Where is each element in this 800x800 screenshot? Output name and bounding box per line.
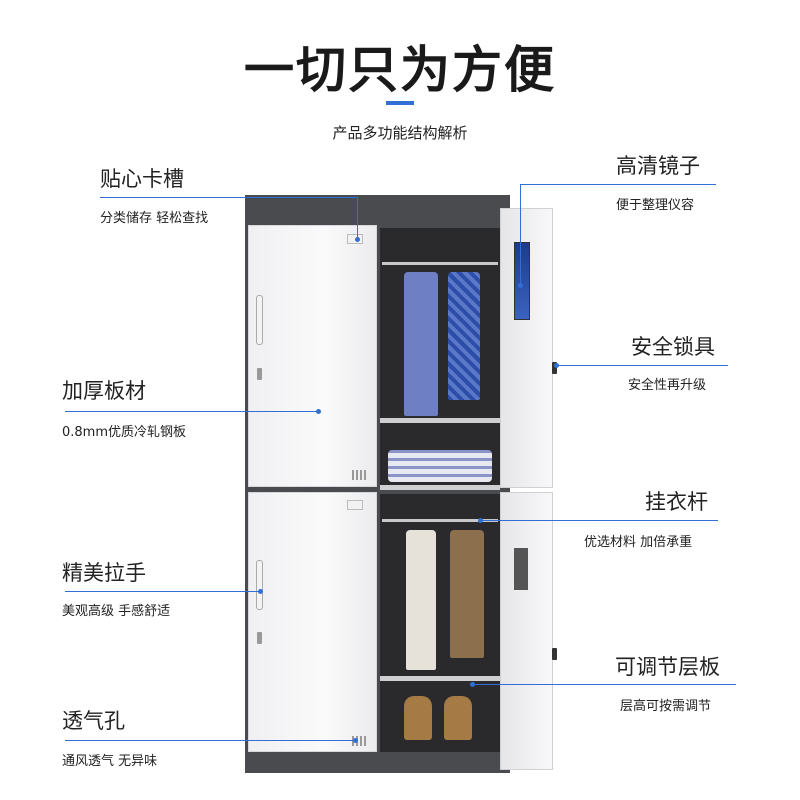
feature-label-card-slot: 贴心卡槽 xyxy=(100,167,184,191)
upper-compartment xyxy=(380,228,500,490)
callout-dot xyxy=(518,283,523,288)
page-title: 一切只为方便 xyxy=(244,41,556,99)
callout-line xyxy=(472,684,736,685)
feature-label-lock: 安全锁具 xyxy=(631,335,715,359)
lower-open-door xyxy=(500,492,553,770)
door-handle-inner xyxy=(514,548,528,590)
callout-dot xyxy=(478,518,483,523)
feature-label-vent: 透气孔 xyxy=(62,709,125,733)
callout-dot xyxy=(258,589,263,594)
coat xyxy=(406,530,436,670)
plaid-shirt xyxy=(448,272,480,400)
lower-left-door xyxy=(248,492,377,752)
vent-holes xyxy=(352,736,366,746)
page-subtitle: 产品多功能结构解析 xyxy=(332,124,468,142)
shelf xyxy=(380,676,500,681)
feature-desc: 通风透气 无异味 xyxy=(62,754,158,769)
callout-line xyxy=(520,184,716,185)
lock-icon xyxy=(257,368,262,380)
callout-line xyxy=(357,197,358,239)
feature-label-handle: 精美拉手 xyxy=(62,561,146,585)
vent-holes xyxy=(352,470,366,480)
hanging-rod xyxy=(382,262,498,265)
feature-desc: 便于整理仪容 xyxy=(616,198,695,213)
shoe xyxy=(444,696,472,740)
callout-line xyxy=(65,740,355,741)
door-handle xyxy=(256,295,263,345)
door-handle xyxy=(256,560,263,610)
mirror xyxy=(514,242,530,320)
callout-dot xyxy=(353,738,358,743)
feature-label-adjustable-shelf: 可调节层板 xyxy=(615,655,720,679)
shirt xyxy=(404,272,438,416)
hanging-rod xyxy=(382,519,498,522)
upper-left-door xyxy=(248,225,377,487)
jacket xyxy=(450,530,484,658)
feature-desc: 分类储存 轻松查找 xyxy=(100,211,209,226)
feature-desc: 优选材料 加倍承重 xyxy=(584,535,693,550)
callout-line xyxy=(100,197,357,198)
shelf xyxy=(380,418,500,423)
callout-dot xyxy=(316,409,321,414)
callout-line xyxy=(556,365,728,366)
lock-icon xyxy=(552,648,557,660)
feature-desc: 安全性再升级 xyxy=(628,378,707,393)
feature-label-thick-panel: 加厚板材 xyxy=(62,379,146,403)
feature-label-hanging-rod: 挂衣杆 xyxy=(645,490,708,514)
callout-dot xyxy=(554,363,559,368)
callout-dot xyxy=(470,682,475,687)
feature-desc: 0.8mm优质冷轧钢板 xyxy=(62,425,187,440)
callout-line xyxy=(65,411,318,412)
callout-dot xyxy=(355,237,360,242)
feature-label-mirror: 高清镜子 xyxy=(616,154,700,178)
lock-icon xyxy=(552,362,557,374)
callout-line xyxy=(480,520,718,521)
lock-icon xyxy=(257,632,262,644)
feature-desc: 美观高级 手感舒适 xyxy=(62,604,171,619)
shelf xyxy=(380,485,500,490)
callout-line xyxy=(520,184,521,284)
callout-line xyxy=(65,591,260,592)
card-slot xyxy=(347,500,363,510)
folded-clothes xyxy=(388,450,492,482)
feature-desc: 层高可按需调节 xyxy=(620,699,712,714)
shoe xyxy=(404,696,432,740)
title-underline xyxy=(386,101,414,105)
